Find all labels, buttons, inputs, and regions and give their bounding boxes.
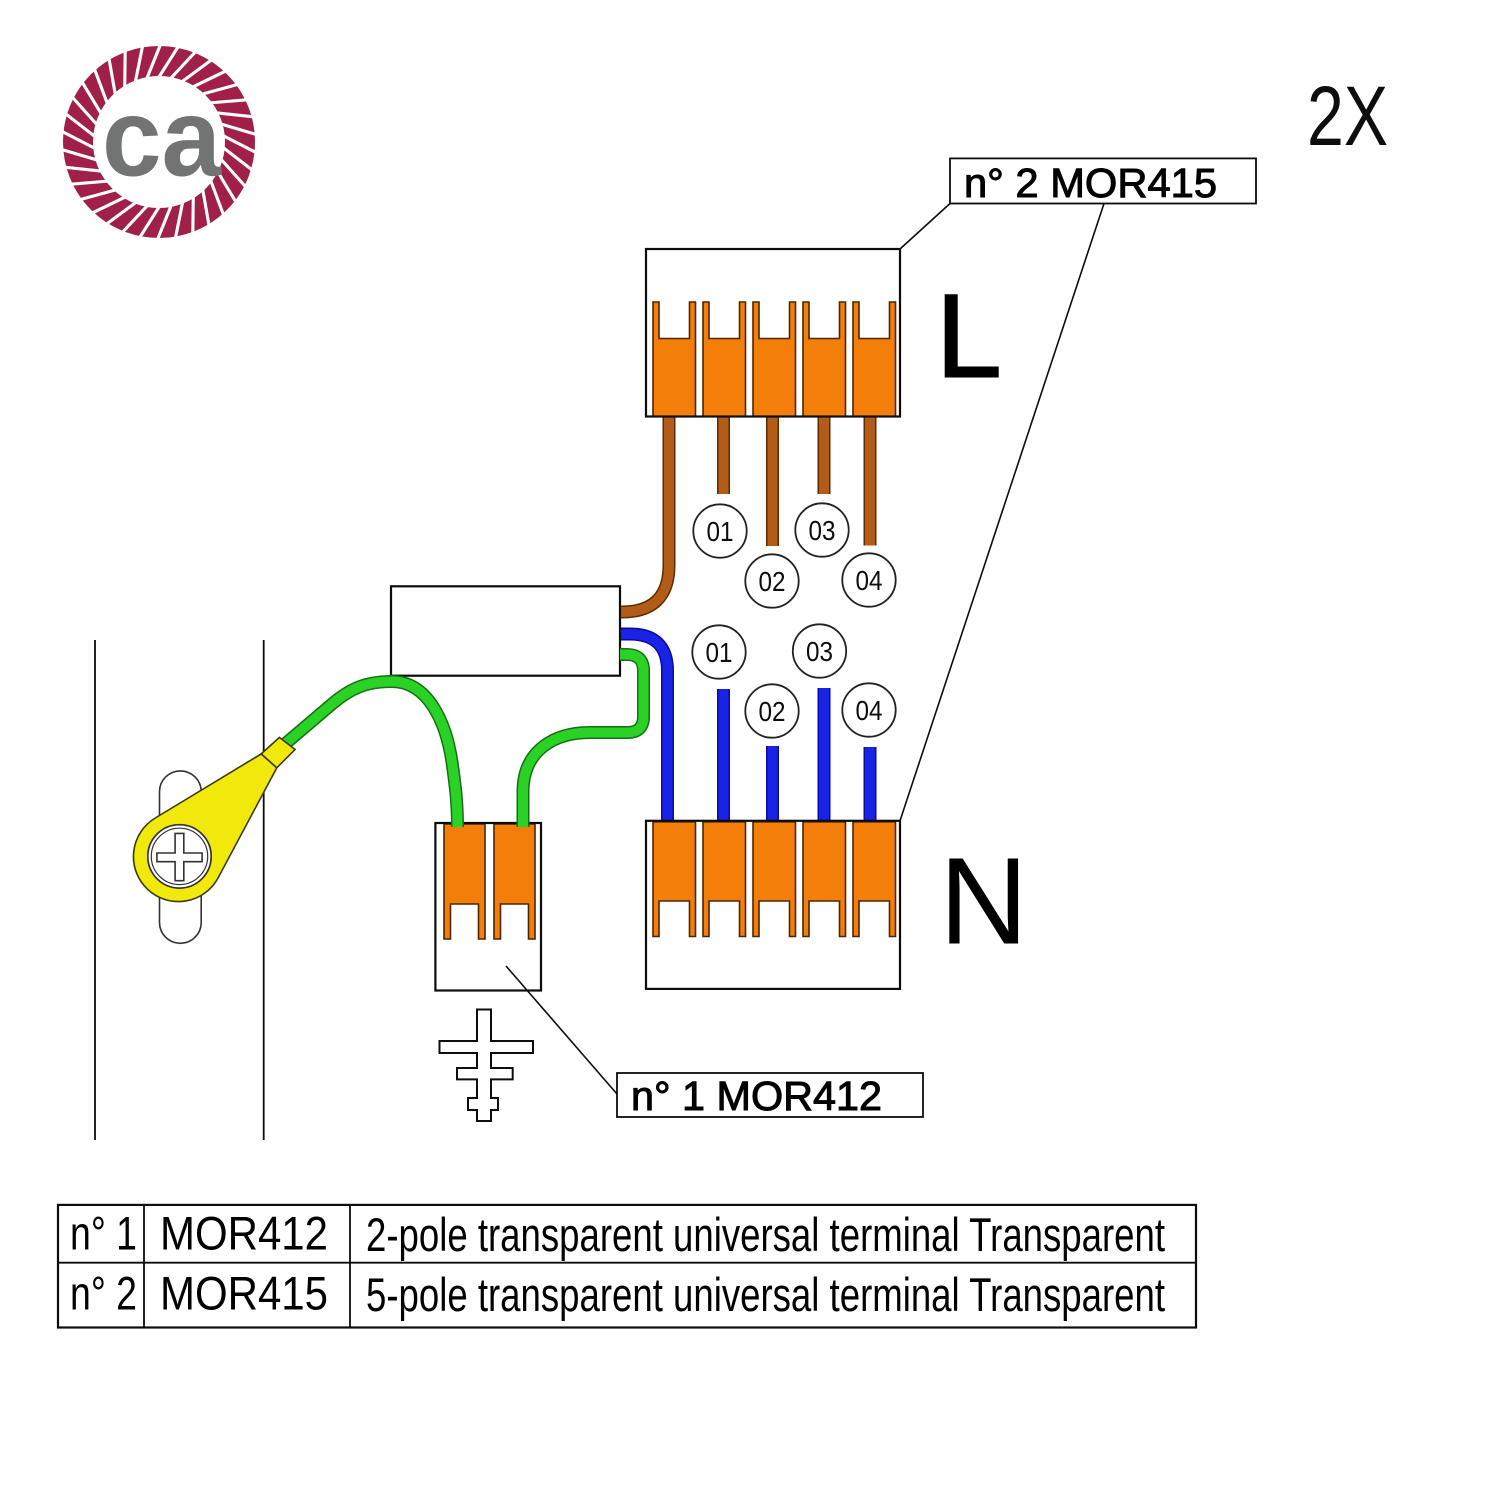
svg-text:03: 03: [809, 515, 836, 546]
svg-text:n° 1 MOR412: n° 1 MOR412: [631, 1073, 882, 1119]
svg-text:2-pole transparent universal t: 2-pole transparent universal terminal Tr…: [366, 1208, 1165, 1261]
svg-text:04: 04: [856, 695, 883, 726]
svg-text:01: 01: [706, 637, 733, 668]
svg-text:n° 1: n° 1: [70, 1207, 137, 1260]
svg-text:2X: 2X: [1307, 69, 1388, 163]
svg-text:03: 03: [806, 636, 833, 667]
svg-text:02: 02: [759, 566, 786, 597]
svg-text:MOR412: MOR412: [160, 1207, 328, 1260]
svg-text:MOR415: MOR415: [160, 1267, 328, 1320]
svg-text:02: 02: [759, 696, 786, 727]
svg-text:ca: ca: [102, 77, 222, 200]
svg-text:L: L: [936, 271, 1002, 403]
svg-text:5-pole transparent universal t: 5-pole transparent universal terminal Tr…: [366, 1268, 1165, 1321]
svg-text:N: N: [939, 833, 1028, 970]
svg-text:n° 2 MOR415: n° 2 MOR415: [964, 160, 1217, 206]
svg-text:n° 2: n° 2: [70, 1267, 137, 1320]
svg-text:04: 04: [856, 565, 883, 596]
svg-text:01: 01: [707, 516, 734, 547]
